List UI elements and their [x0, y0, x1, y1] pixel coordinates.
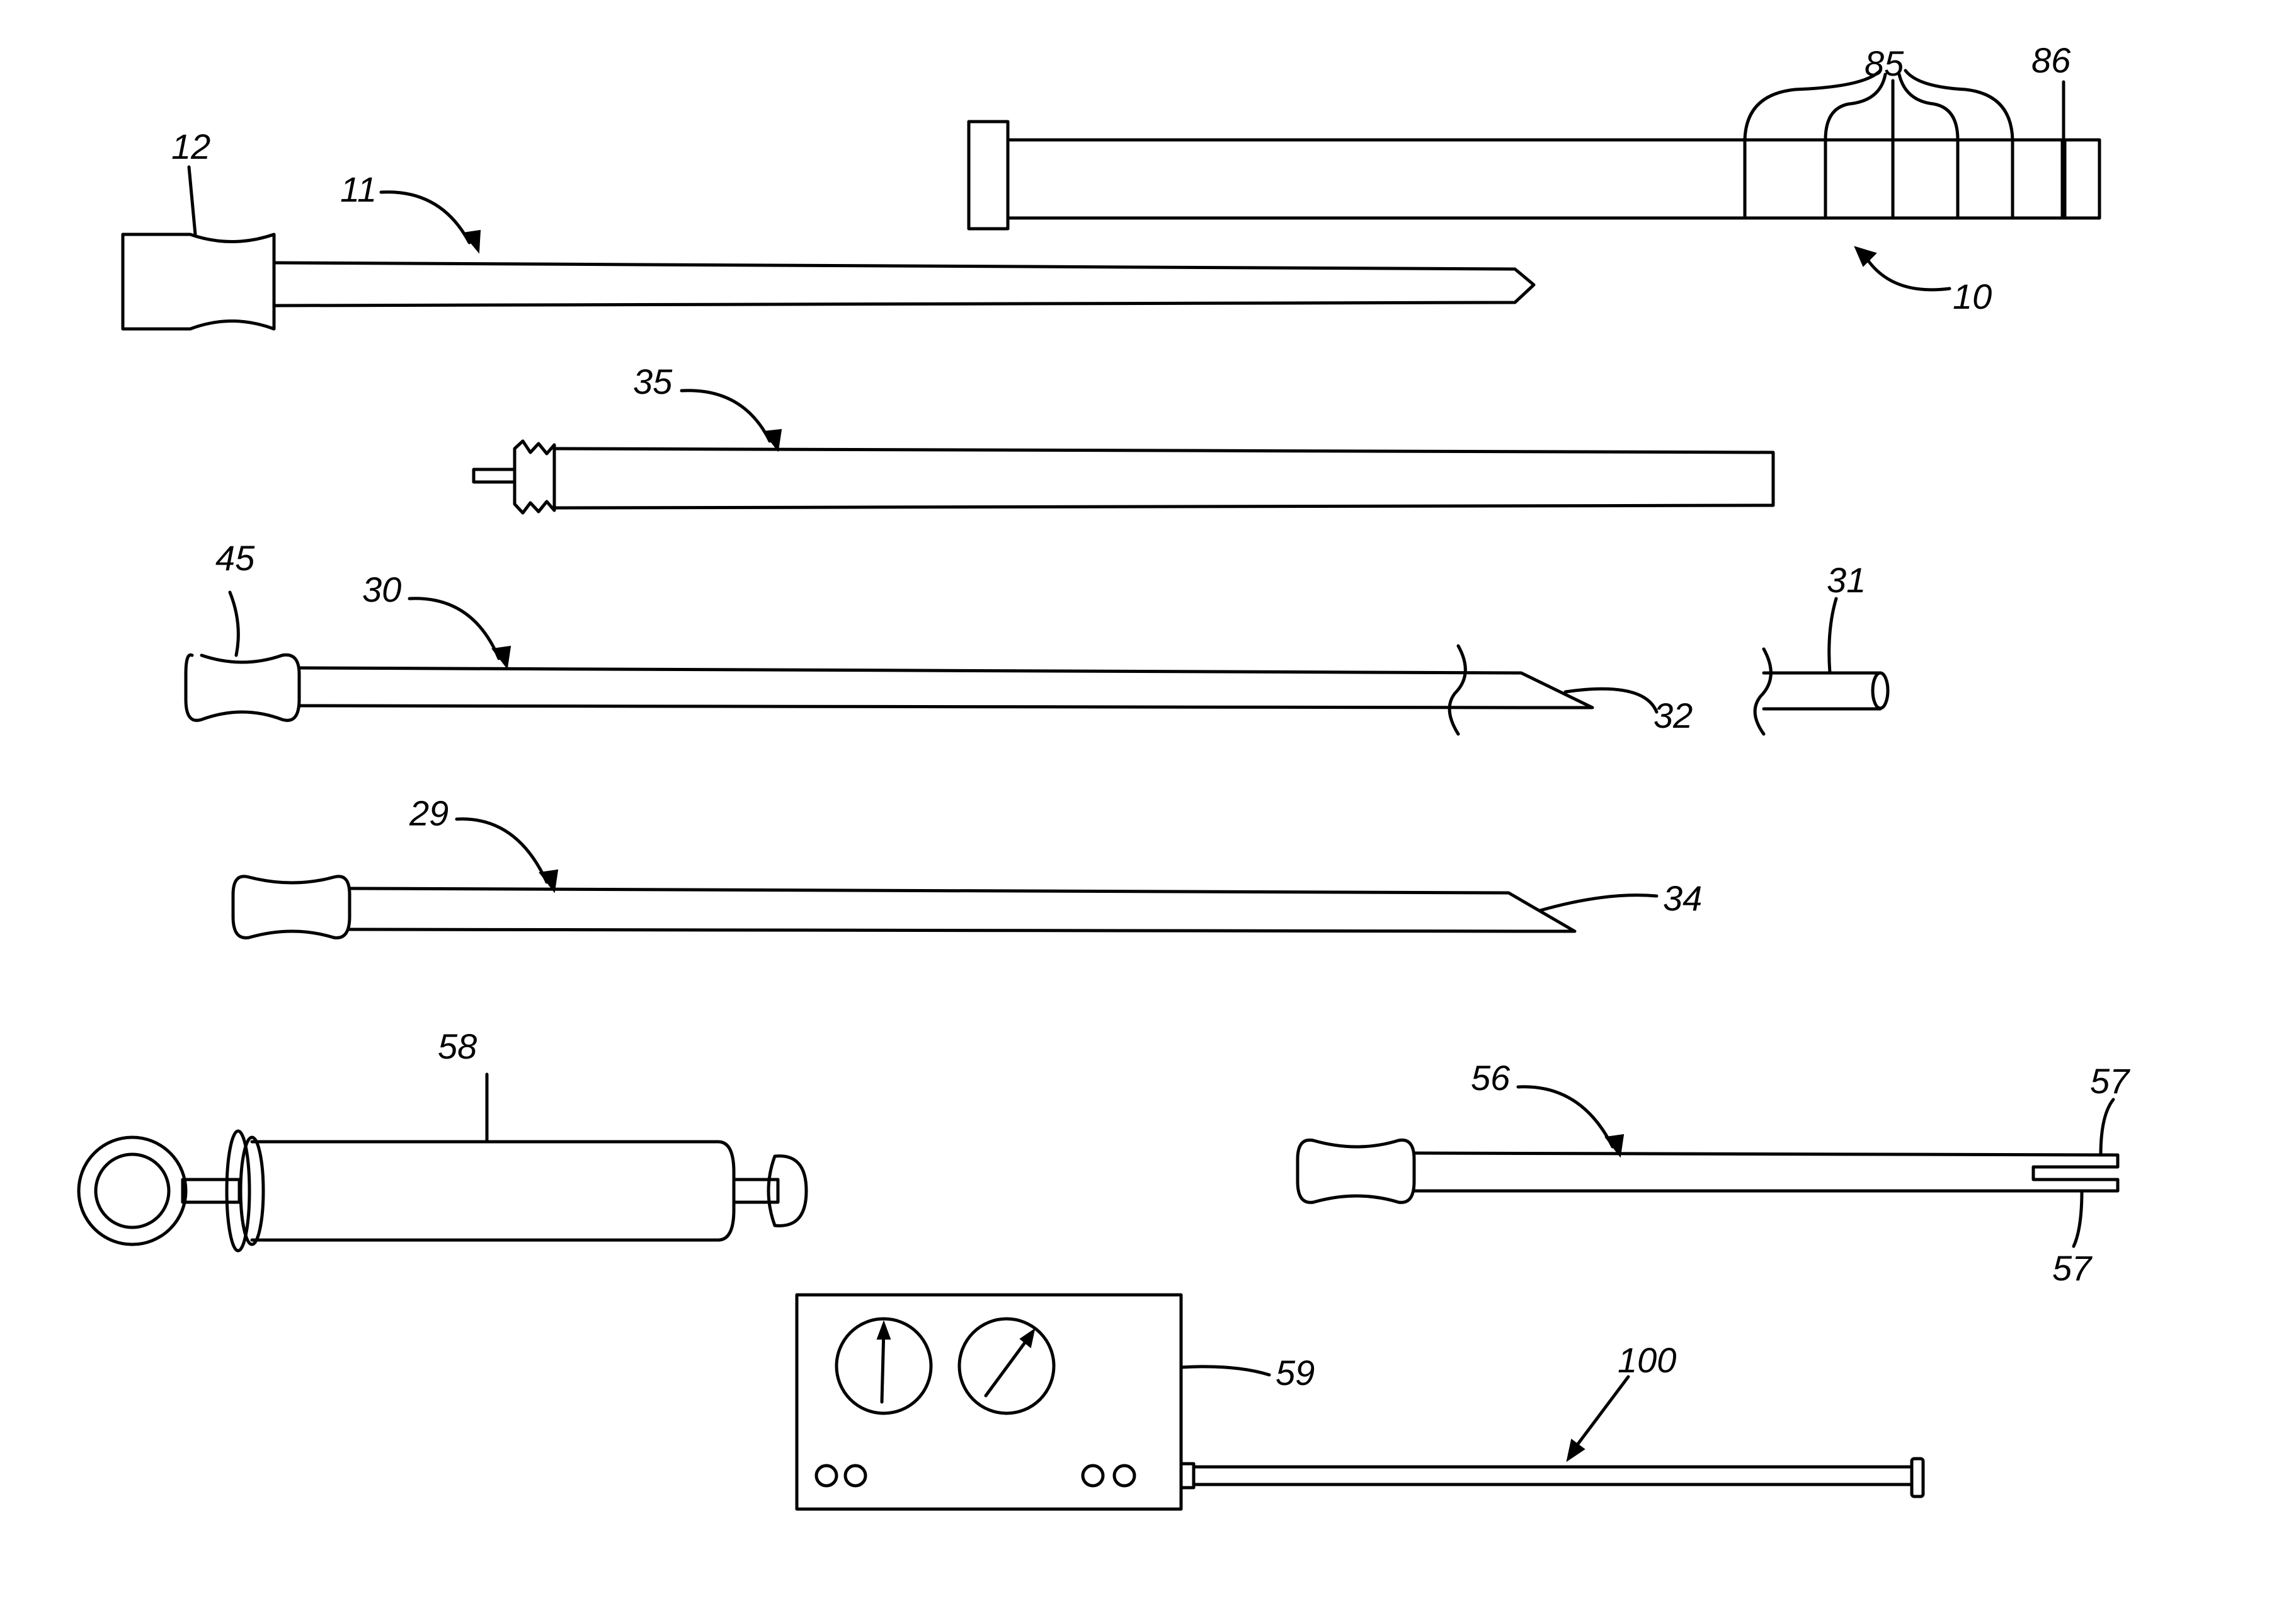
device-59-pressure-unit: 59	[797, 1295, 1315, 1509]
probe-100-tip	[1912, 1459, 1923, 1496]
leader-85-a	[1745, 71, 1880, 140]
label-86: 86	[2031, 40, 2071, 80]
label-32: 32	[1653, 696, 1693, 735]
arrow-10-head	[1855, 247, 1876, 266]
probe-100-tube	[1194, 1467, 1912, 1485]
label-45: 45	[215, 538, 255, 578]
syringe-58-barrel	[252, 1142, 734, 1240]
device-35-sleeve: 35	[474, 362, 1773, 513]
leader-85-b	[1825, 74, 1885, 140]
cannula-10-cap	[969, 122, 1008, 229]
leader-31	[1829, 599, 1836, 673]
device-30-needle: 45 30 32	[186, 538, 1693, 735]
leader-12	[189, 167, 195, 234]
break-line-31	[1755, 649, 1771, 734]
knob-4	[1114, 1466, 1134, 1486]
label-10: 10	[1953, 277, 1992, 316]
break-line-30	[1449, 646, 1465, 734]
syringe-ring-inner	[96, 1154, 169, 1227]
shaft-11	[274, 263, 1534, 306]
leader-34	[1540, 895, 1657, 910]
arrow-100-head	[1567, 1440, 1584, 1461]
device-29-needle: 29 34	[233, 793, 1702, 938]
leader-100	[1572, 1377, 1628, 1452]
handle-29	[233, 876, 350, 938]
knob-1	[816, 1466, 837, 1486]
sleeve-35-threads	[515, 441, 554, 513]
device-10-cannula: 85 86 10	[969, 40, 2099, 316]
syringe-plunger-knob	[768, 1156, 806, 1226]
gauge-left-needle	[882, 1329, 884, 1402]
gauge-right-needle	[986, 1336, 1030, 1396]
label-34: 34	[1663, 878, 1702, 918]
label-11: 11	[340, 169, 377, 209]
handle-56	[1298, 1140, 1414, 1202]
syringe-rod-left	[183, 1180, 239, 1202]
leader-57-top	[2101, 1100, 2113, 1155]
knob-3	[1083, 1466, 1103, 1486]
shaft-29	[350, 888, 1575, 931]
handle-45	[186, 655, 299, 720]
arrow-35-head	[763, 430, 781, 451]
sleeve-35-body	[554, 449, 1773, 508]
label-12: 12	[171, 127, 210, 166]
shaft-30	[299, 668, 1592, 708]
leader-57-bottom	[2074, 1191, 2082, 1246]
label-100: 100	[1618, 1340, 1676, 1380]
element-31-rod: 31	[1755, 560, 1888, 734]
arrow-11-head	[463, 231, 480, 252]
label-29: 29	[409, 793, 448, 833]
label-58: 58	[438, 1026, 477, 1066]
label-31: 31	[1827, 560, 1866, 600]
leader-35	[682, 391, 770, 441]
rod-31-body	[1764, 673, 1880, 709]
knob-2	[845, 1466, 865, 1486]
label-85: 85	[1865, 43, 1904, 83]
device-56-forked-tool: 56 57 57	[1298, 1058, 2130, 1288]
gauge-left-needle-head	[877, 1322, 890, 1339]
syringe-rod-right	[734, 1180, 778, 1202]
label-30: 30	[362, 570, 401, 609]
device-58-syringe: 58	[79, 1026, 806, 1251]
leader-30	[409, 599, 499, 658]
label-56: 56	[1471, 1058, 1511, 1098]
leader-85-e	[1905, 71, 2013, 140]
syringe-flange-inner	[241, 1137, 263, 1244]
probe-100-connector	[1181, 1464, 1194, 1488]
leader-10	[1865, 255, 1950, 290]
label-35: 35	[633, 362, 673, 401]
shaft-56	[1414, 1153, 2118, 1191]
leader-29	[457, 819, 547, 882]
leader-59	[1181, 1367, 1269, 1375]
sleeve-35-pin	[474, 469, 515, 482]
handle-12	[123, 234, 274, 329]
leader-56	[1518, 1087, 1613, 1147]
device-11-obturator: 12 11	[123, 127, 1534, 329]
rod-31-end	[1873, 673, 1888, 708]
leader-11	[381, 192, 469, 243]
label-57-bottom: 57	[2052, 1248, 2093, 1288]
label-57-top: 57	[2090, 1061, 2130, 1101]
cannula-10-body	[1008, 140, 2099, 218]
arrow-30-head	[493, 646, 510, 668]
leader-45	[230, 592, 238, 655]
label-59: 59	[1276, 1353, 1315, 1393]
